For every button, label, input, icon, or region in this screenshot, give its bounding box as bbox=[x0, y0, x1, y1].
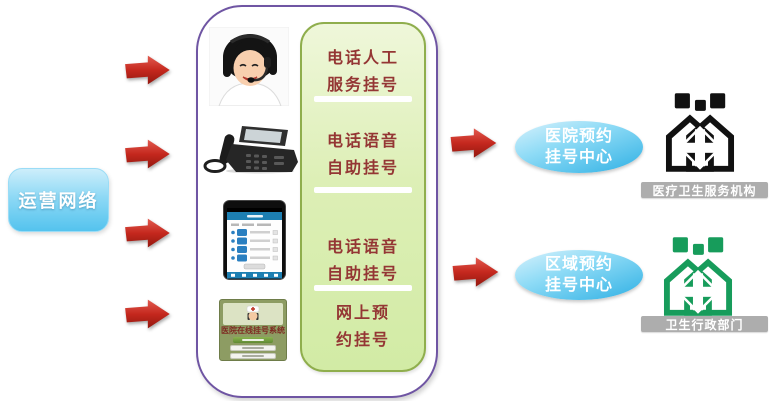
hospital-center-ellipse: 医院预约 挂号中心 bbox=[515, 121, 643, 173]
panel-divider bbox=[314, 96, 412, 102]
panel-divider bbox=[314, 187, 412, 193]
web-portal-header bbox=[223, 303, 283, 325]
medical-institution-label: 医疗卫生服务机构 bbox=[641, 182, 768, 198]
flow-arrow-1 bbox=[121, 54, 173, 86]
web-portal-button-secondary-2 bbox=[230, 353, 276, 359]
channel-label-phone-ivr-2: 电话语音 自助挂号 bbox=[326, 239, 399, 283]
channel-label-phone-ivr-1: 电话语音 自助挂号 bbox=[326, 133, 399, 177]
panel-divider bbox=[314, 285, 412, 291]
web-portal-button-secondary-1 bbox=[230, 345, 276, 351]
desk-phone-photo bbox=[203, 126, 298, 174]
center-arrow-regional bbox=[450, 253, 500, 291]
health-admin-label: 卫生行政部门 bbox=[641, 316, 768, 332]
health-admin-building-icon bbox=[656, 234, 740, 316]
nurse-icon bbox=[246, 305, 260, 321]
channel-label-phone-manual: 电话人工 服务挂号 bbox=[326, 50, 399, 94]
network-box: 运营网络 bbox=[8, 168, 109, 232]
medical-building-icon bbox=[658, 90, 742, 172]
flow-arrow-3 bbox=[121, 217, 173, 249]
flow-arrow-2 bbox=[121, 138, 173, 170]
web-portal-button-primary bbox=[233, 337, 273, 343]
regional-center-ellipse: 区域预约 挂号中心 bbox=[515, 250, 643, 300]
center-arrow-hospital bbox=[448, 124, 498, 162]
web-portal-title: 医院在线挂号系统 bbox=[221, 326, 285, 335]
web-portal-screenshot: 医院在线挂号系统 bbox=[219, 299, 287, 361]
mobile-app-screenshot bbox=[223, 200, 286, 280]
call-agent-photo bbox=[209, 27, 289, 106]
channel-label-web-booking: 网上预 约挂号 bbox=[335, 305, 390, 349]
channel-panel: 电话人工 服务挂号 电话语音 自助挂号 电话语音 自助挂号 网上预 约挂号 bbox=[300, 22, 426, 372]
flow-arrow-4 bbox=[121, 298, 173, 330]
network-label: 运营网络 bbox=[18, 191, 99, 211]
